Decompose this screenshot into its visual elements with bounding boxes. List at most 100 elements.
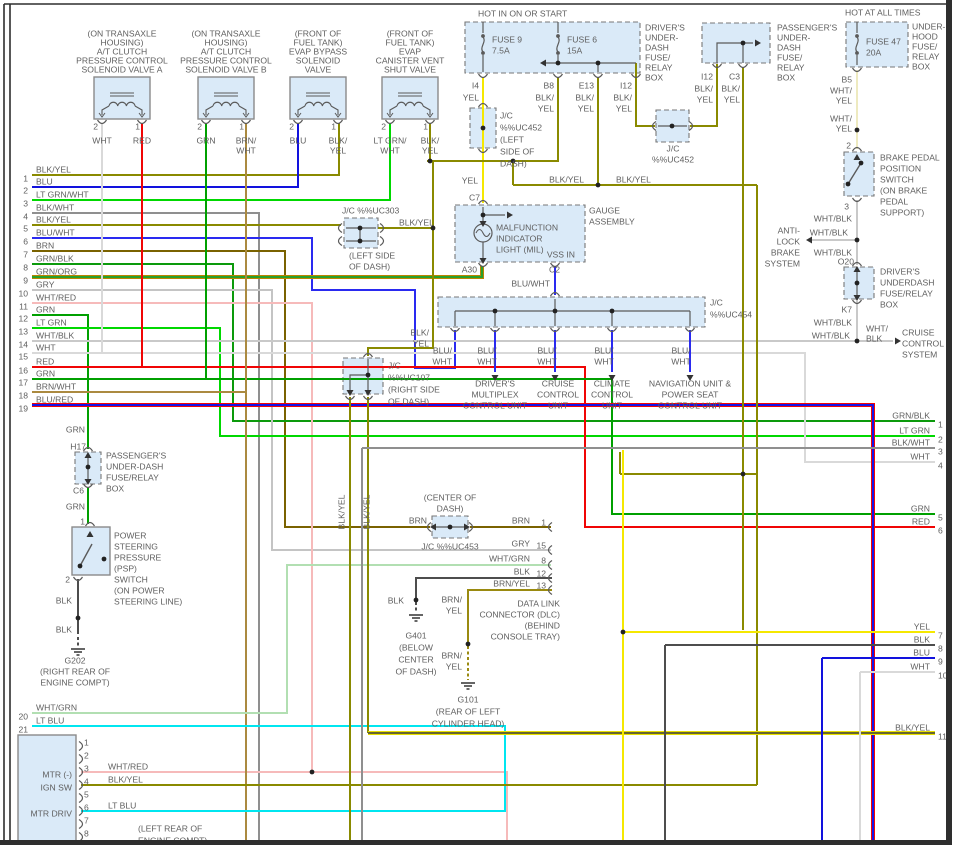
label: CONTROL (591, 389, 633, 399)
label: UNDER- (777, 32, 811, 42)
label: 7.5A (492, 45, 510, 55)
wire-color-label: BRN (36, 240, 54, 250)
pin-arc-icon (379, 222, 385, 234)
label: BRN (512, 515, 530, 525)
wire-grn (32, 378, 935, 515)
label: 1 (423, 121, 428, 131)
label: K7 (841, 304, 852, 314)
pin-arc-icon (362, 395, 374, 401)
label: HOT AT ALL TIMES (845, 7, 921, 17)
label: BLK/ (721, 83, 740, 93)
junction-dot (413, 597, 419, 603)
label: HOUSING) (205, 37, 248, 47)
wire-color-label: WHT (910, 661, 930, 671)
wire-lt_blu (32, 725, 506, 812)
label: CONTROL (902, 338, 944, 348)
junction-dot (620, 629, 626, 635)
label: O20 (838, 256, 854, 266)
label: H17 (70, 441, 86, 451)
label: CONSOLE TRAY) (491, 631, 561, 641)
label: WHT (594, 356, 614, 366)
arrowhead-icon (895, 337, 901, 345)
wire-gry (32, 289, 551, 551)
label: (ON BRAKE (880, 185, 928, 195)
wire-number: 3 (23, 198, 28, 208)
label: 12 (536, 568, 546, 578)
frame-edge (0, 840, 952, 845)
pin-arc-icon (78, 792, 84, 804)
junction-dot (595, 182, 601, 188)
label: BLK/YEL (108, 774, 143, 784)
label: BRN/ (441, 650, 462, 660)
wire-blu (32, 123, 299, 188)
wire-color-label: BRN/WHT (36, 381, 77, 391)
label: (LEFT (500, 134, 525, 144)
label: 2 (846, 140, 851, 150)
wire-brn_yel (467, 589, 552, 643)
wire-number: 18 (18, 390, 28, 400)
wire-number: 4 (938, 460, 943, 470)
pin-arc-icon (426, 521, 432, 533)
label: C2 (549, 264, 560, 274)
wire-blk_yel (427, 77, 559, 162)
label: 2 (84, 750, 89, 760)
label: NAVIGATION UNIT & (649, 378, 731, 388)
pin-arc-icon (292, 119, 304, 125)
label: BLK/YEL (399, 217, 434, 227)
junction-dot (854, 338, 860, 344)
label: MULTIPLEX (471, 389, 518, 399)
label: J/C %%UC303 (342, 205, 400, 215)
wire-number: 14 (18, 339, 28, 349)
label: BLK/ (575, 92, 594, 102)
wire-color-label: GRN/BLK (892, 410, 930, 420)
label: STEERING LINE) (114, 596, 182, 606)
wire-blk_yel (690, 64, 718, 127)
label: SWITCH (114, 574, 148, 584)
pin-arc-icon (384, 119, 396, 125)
label: C6 (73, 485, 84, 495)
wire-number: 20 (18, 711, 28, 721)
pin-arc-icon (337, 235, 343, 247)
fuse-icon (855, 51, 859, 55)
label: MALFUNCTION (496, 222, 558, 232)
junction-dot (740, 471, 746, 477)
label: ASSEMBLY (589, 216, 635, 226)
label: J/C %%UC453 (421, 541, 479, 551)
label: BLU/WHT (511, 278, 550, 288)
pin-arc-icon (78, 818, 84, 830)
fuse-icon (855, 34, 859, 38)
label: FUEL TANK) (293, 37, 342, 47)
junction-dot (85, 464, 91, 470)
label: LT GRN/ (373, 135, 407, 145)
label: %%UC107 (388, 372, 430, 382)
label: YEL (462, 175, 478, 185)
label: J/C (388, 360, 401, 370)
pin-arc-icon (630, 73, 642, 79)
wire-color-label: LT GRN (36, 317, 67, 327)
label: CONNECTOR (DLC) (479, 609, 560, 619)
coil-core (214, 92, 238, 97)
wire-lt_grn_wht (32, 123, 391, 201)
ground-icon (461, 682, 475, 690)
label: %%UC454 (710, 309, 752, 319)
junction-dot (357, 225, 363, 231)
wire-color-label: GRN/BLK (36, 253, 74, 263)
wire-number: 3 (938, 446, 943, 456)
wire-color-label: YEL (914, 621, 930, 631)
wire-color-label: GRN/ORG (36, 266, 77, 276)
pin-arc-icon (82, 483, 94, 489)
label: DASH (645, 42, 669, 52)
junction-dot (357, 238, 363, 244)
label: CRUISE (902, 327, 935, 337)
label: VSS IN (547, 249, 575, 259)
label: BLU/ (671, 345, 691, 355)
label: WHT/RED (108, 761, 148, 771)
label: 2 (381, 121, 386, 131)
wire-color-label: BLK/YEL (36, 214, 71, 224)
wire-blk_wht (32, 212, 260, 843)
label: I12 (701, 71, 713, 81)
pin-arc-icon (477, 199, 489, 205)
label: OF DASH) (349, 261, 390, 271)
label: CLIMATE (594, 378, 631, 388)
